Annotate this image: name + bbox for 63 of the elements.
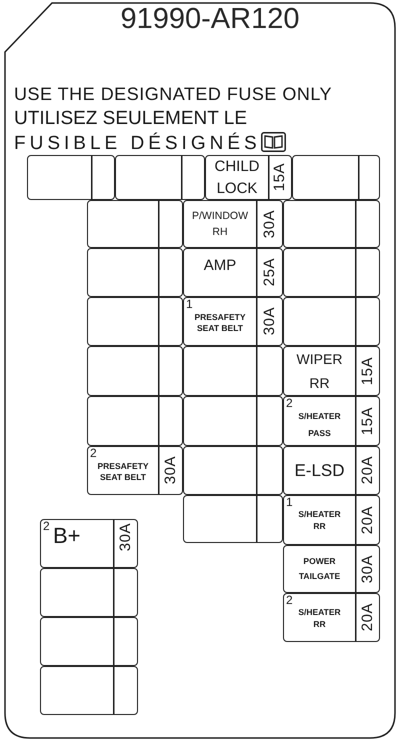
fuse-slot — [87, 200, 183, 248]
fuse-name: WIPER RR — [296, 350, 342, 393]
fuse-name: CHILD LOCK — [214, 156, 260, 198]
fuse-name: B+ — [53, 524, 81, 548]
fuse-slot — [292, 155, 380, 200]
footnote-number: 2 — [43, 520, 50, 532]
fuse-slot — [40, 568, 138, 617]
fuse-slot — [205, 155, 292, 200]
fuse-slot — [283, 248, 380, 297]
fuse-slot — [115, 155, 205, 200]
fuse-name: P/WINDOW RH — [192, 209, 248, 240]
fuse-slot — [183, 248, 283, 297]
fuse-rating: 25A — [262, 258, 277, 287]
fuse-slot — [27, 155, 115, 200]
fuse-slot — [183, 200, 283, 248]
fuse-rating: 30A — [162, 456, 178, 485]
fuse-slot — [87, 446, 183, 495]
fuse-slot — [283, 346, 380, 396]
footnote-number: 2 — [90, 447, 97, 459]
fuse-rating: 30A — [262, 307, 277, 336]
fuse-name: S/HEATER PASS — [298, 410, 341, 440]
footnote-number: 2 — [286, 397, 293, 409]
fuse-slot — [283, 495, 380, 545]
fuse-slot — [87, 248, 183, 297]
fuse-slot — [87, 396, 183, 446]
warning-text: USE THE DESIGNATED FUSE ONLY — [14, 84, 332, 104]
fuse-rating: 30A — [360, 554, 375, 584]
fuse-rating: 15A — [360, 356, 375, 386]
fuse-slot — [283, 200, 380, 248]
footnote-number: 1 — [286, 496, 293, 508]
fuse-rating: 20A — [360, 603, 375, 632]
fuse-slot — [183, 297, 283, 346]
fuse-name: PRESAFETY SEAT BELT — [193, 312, 246, 334]
fuse-rating: 15A — [360, 406, 375, 436]
fuse-rating: 30A — [262, 210, 277, 238]
footnote-number: 2 — [286, 594, 293, 606]
fuse-rating: 20A — [360, 506, 375, 534]
fuse-slot — [183, 346, 283, 396]
fuse-slot — [183, 446, 283, 495]
fuse-slot — [283, 593, 380, 642]
fuse-rating: 15A — [272, 163, 288, 192]
fuse-name: PRESAFETY SEAT BELT — [96, 461, 150, 483]
fuse-slot — [283, 446, 380, 495]
fuse-slot — [183, 396, 283, 446]
part-number: 91990-AR120 — [120, 3, 300, 35]
fuse-name: S/HEATER RR — [298, 508, 341, 532]
fuse-slot — [87, 297, 183, 346]
fuse-slot — [40, 666, 138, 715]
fuse-slot — [87, 346, 183, 396]
fuse-name: E-LSD — [294, 460, 345, 480]
footnote-number: 1 — [186, 298, 193, 310]
fuse-slot — [40, 519, 138, 568]
fuse-slot — [183, 495, 283, 543]
fuse-rating: 30A — [118, 523, 133, 552]
fuse-rating: 20A — [360, 456, 375, 485]
fuse-slot — [283, 396, 380, 446]
fuse-name: AMP — [204, 257, 236, 275]
fuse-name: S/HEATER RR — [298, 606, 341, 630]
fuse-slot — [40, 617, 138, 666]
fuse-name: POWER TAILGATE — [298, 555, 340, 583]
fuse-slot — [283, 545, 380, 593]
fuse-slot — [283, 297, 380, 346]
warning-text: UTILISEZ SEULEMENT LE FUSIBLE DÉSIGNÉS — [14, 108, 261, 154]
